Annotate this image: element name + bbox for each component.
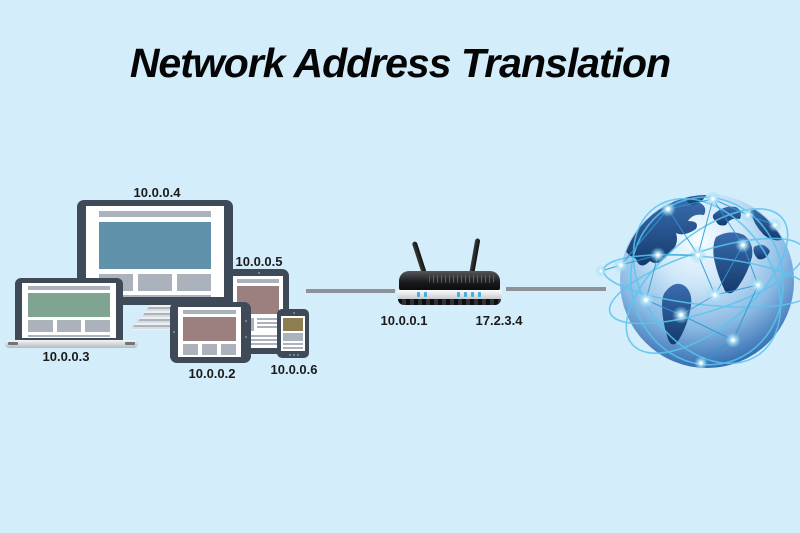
globe-orbits (602, 196, 800, 366)
led-indicator (478, 292, 481, 297)
tablet-landscape-icon (170, 302, 251, 363)
button-dot (245, 320, 247, 323)
screen-header-placeholder (183, 310, 236, 314)
screen-header-placeholder (28, 286, 110, 290)
led-indicator (417, 292, 420, 297)
ip-label-tablet-portrait: 10.0.0.5 (235, 254, 283, 269)
screen-line-placeholder (237, 339, 279, 341)
router-icon (395, 238, 505, 308)
smartphone-icon (277, 309, 309, 358)
screen-line-placeholder (237, 335, 279, 337)
screen-tiles-placeholder (28, 320, 111, 332)
globe-network-icon (595, 191, 800, 370)
screen-line-placeholder (283, 343, 303, 345)
screen-line-placeholder (99, 295, 211, 297)
laptop-screen (22, 283, 116, 338)
screen-hero-placeholder (183, 317, 236, 341)
router-led-panel (397, 290, 502, 299)
home-dot (293, 354, 295, 356)
home-dot (289, 354, 292, 356)
screen-header-placeholder (99, 211, 211, 217)
desktop-monitor-icon (77, 200, 233, 305)
home-dot (296, 354, 299, 356)
button-dot (245, 335, 247, 338)
laptop-hinge (125, 342, 135, 345)
screen-line-placeholder (237, 343, 279, 345)
screen-hero-placeholder (99, 222, 211, 269)
laptop-base (5, 340, 138, 348)
diagram-title: Network Address Translation (129, 40, 671, 86)
led-indicator (471, 292, 474, 297)
screen-hero-placeholder (28, 293, 110, 317)
router-body-base (398, 299, 501, 305)
screen-line-placeholder (283, 347, 303, 349)
screen-tile-placeholder (283, 333, 303, 341)
camera-dot (173, 331, 175, 334)
screen-header-placeholder (237, 279, 279, 283)
lan-link-line (306, 289, 395, 293)
wan-link-line (506, 287, 606, 291)
desktop-screen (86, 206, 224, 297)
led-indicator (464, 292, 467, 297)
ip-label-tablet-landscape: 10.0.0.2 (188, 366, 236, 381)
laptop-icon (15, 278, 123, 342)
screen-hero-placeholder (283, 318, 303, 331)
router-body-top (399, 271, 500, 291)
laptop-hinge (8, 342, 18, 345)
ip-label-router-lan: 10.0.0.1 (380, 313, 428, 328)
ip-label-desktop: 10.0.0.4 (133, 185, 181, 200)
led-indicator (424, 292, 427, 297)
tablet-landscape-screen (178, 307, 241, 357)
ip-label-router-wan: 17.2.3.4 (475, 313, 523, 328)
ip-label-phone: 10.0.0.6 (270, 362, 318, 377)
smartphone-screen (281, 316, 305, 351)
router-antenna (469, 238, 481, 276)
camera-dot (293, 312, 295, 314)
led-indicator (457, 292, 460, 297)
camera-dot (258, 272, 260, 274)
globe-nodes (595, 191, 782, 370)
screen-tiles-placeholder (183, 344, 236, 355)
screen-line-placeholder (28, 335, 110, 337)
ip-label-laptop: 10.0.0.3 (42, 349, 90, 364)
